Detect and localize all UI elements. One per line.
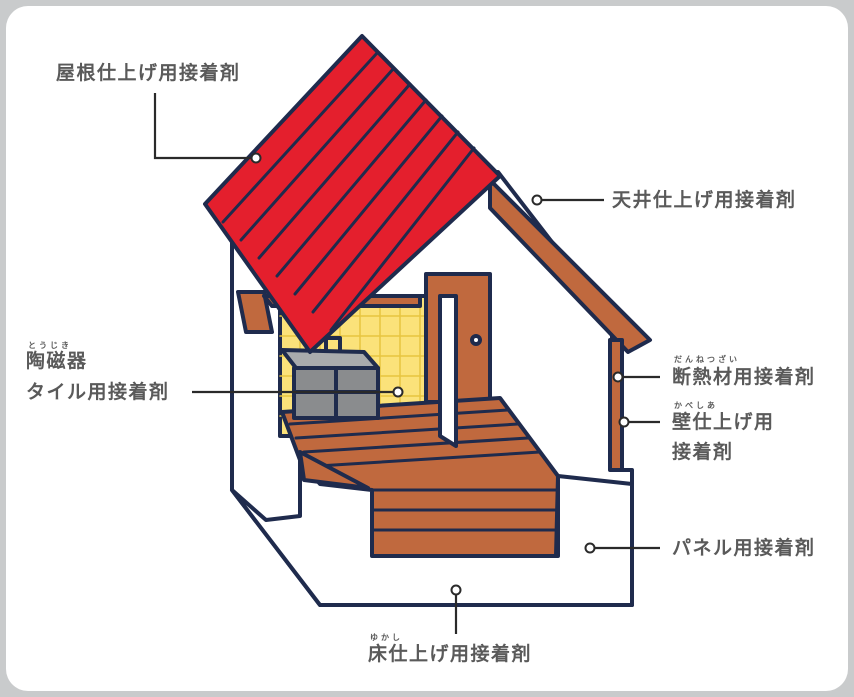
roof-leader [153, 93, 256, 160]
partition-wall [438, 294, 458, 448]
floor-adhesive-label: 床仕上げ用接着剤 [368, 643, 533, 665]
floor-edge-left [298, 450, 370, 490]
sink-top [280, 348, 380, 370]
insulation-adhesive-label: 断熱材用接着剤 [672, 366, 816, 388]
front-wall [230, 458, 634, 607]
roof-adhesive-label: 屋根仕上げ用接着剤 [56, 62, 241, 84]
right-wall-strip [608, 338, 624, 472]
ceiling-dot [531, 194, 543, 206]
roof-dot [250, 152, 262, 164]
panel-adhesive-label: パネル用接着剤 [672, 537, 816, 559]
wall-label-line1: 壁仕上げ用 [672, 411, 775, 433]
panel-dot [584, 542, 596, 554]
tile-label-ruby: とうじき [28, 341, 72, 350]
leader-lines [153, 93, 660, 634]
wall-dot [618, 416, 630, 428]
ceiling-panel [488, 178, 652, 354]
wall-label-ruby: かべしあ [674, 401, 718, 410]
tile-dot [392, 386, 404, 398]
insulation-label-ruby: だんねつざい [674, 355, 740, 364]
insulation-dot [612, 371, 624, 383]
roof-stripes [221, 50, 476, 332]
leader-dots [250, 152, 630, 596]
tile-label-line1: 陶磁器 [26, 350, 88, 372]
wall-label-line2: 接着剤 [672, 441, 734, 463]
floor-dot [450, 584, 462, 596]
ceiling-adhesive-label: 天井仕上げ用接着剤 [612, 189, 797, 211]
door-knob [470, 334, 482, 346]
tile-label-line2: タイル用接着剤 [26, 381, 170, 403]
floor-plank-lines [288, 408, 558, 532]
floor-label-ruby: ゆかし [370, 633, 403, 642]
wall-top-ledge [236, 290, 274, 334]
